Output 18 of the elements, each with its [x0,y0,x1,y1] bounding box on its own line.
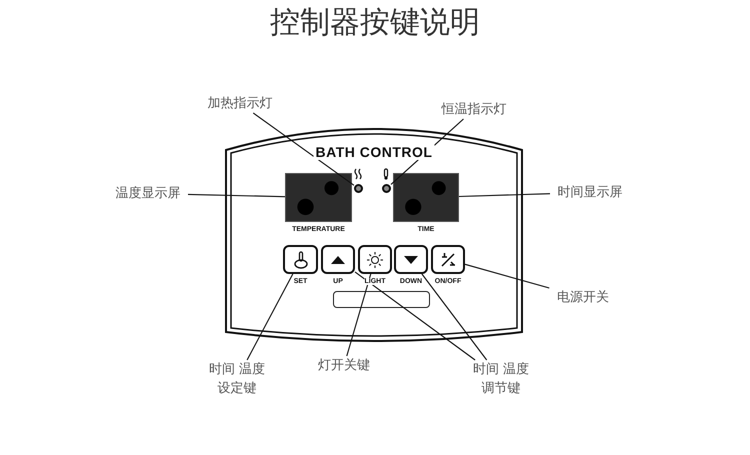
leader-line [252,112,354,186]
callout-label: 温度显示屏 [108,184,188,203]
leader-line [464,264,550,289]
callout-label: 恒温指示灯 [434,100,514,119]
leader-line [354,272,476,360]
leader-line [246,274,294,360]
title: 控制器按键说明 [269,4,481,42]
callout-label: 时间 温度设定键 [204,360,270,398]
leader-line [421,274,488,360]
panel-title: BATH CONTROL [314,144,434,160]
leader-line [458,193,550,198]
callout-label: 时间 温度调节键 [468,360,534,398]
callout-label: 加热指示灯 [200,94,280,113]
callout-label: 灯开关键 [306,356,382,375]
leader-line [188,194,286,198]
callout-label: 时间显示屏 [550,183,630,202]
leader-line [346,274,372,356]
callout-label: 电源开关 [548,288,618,307]
